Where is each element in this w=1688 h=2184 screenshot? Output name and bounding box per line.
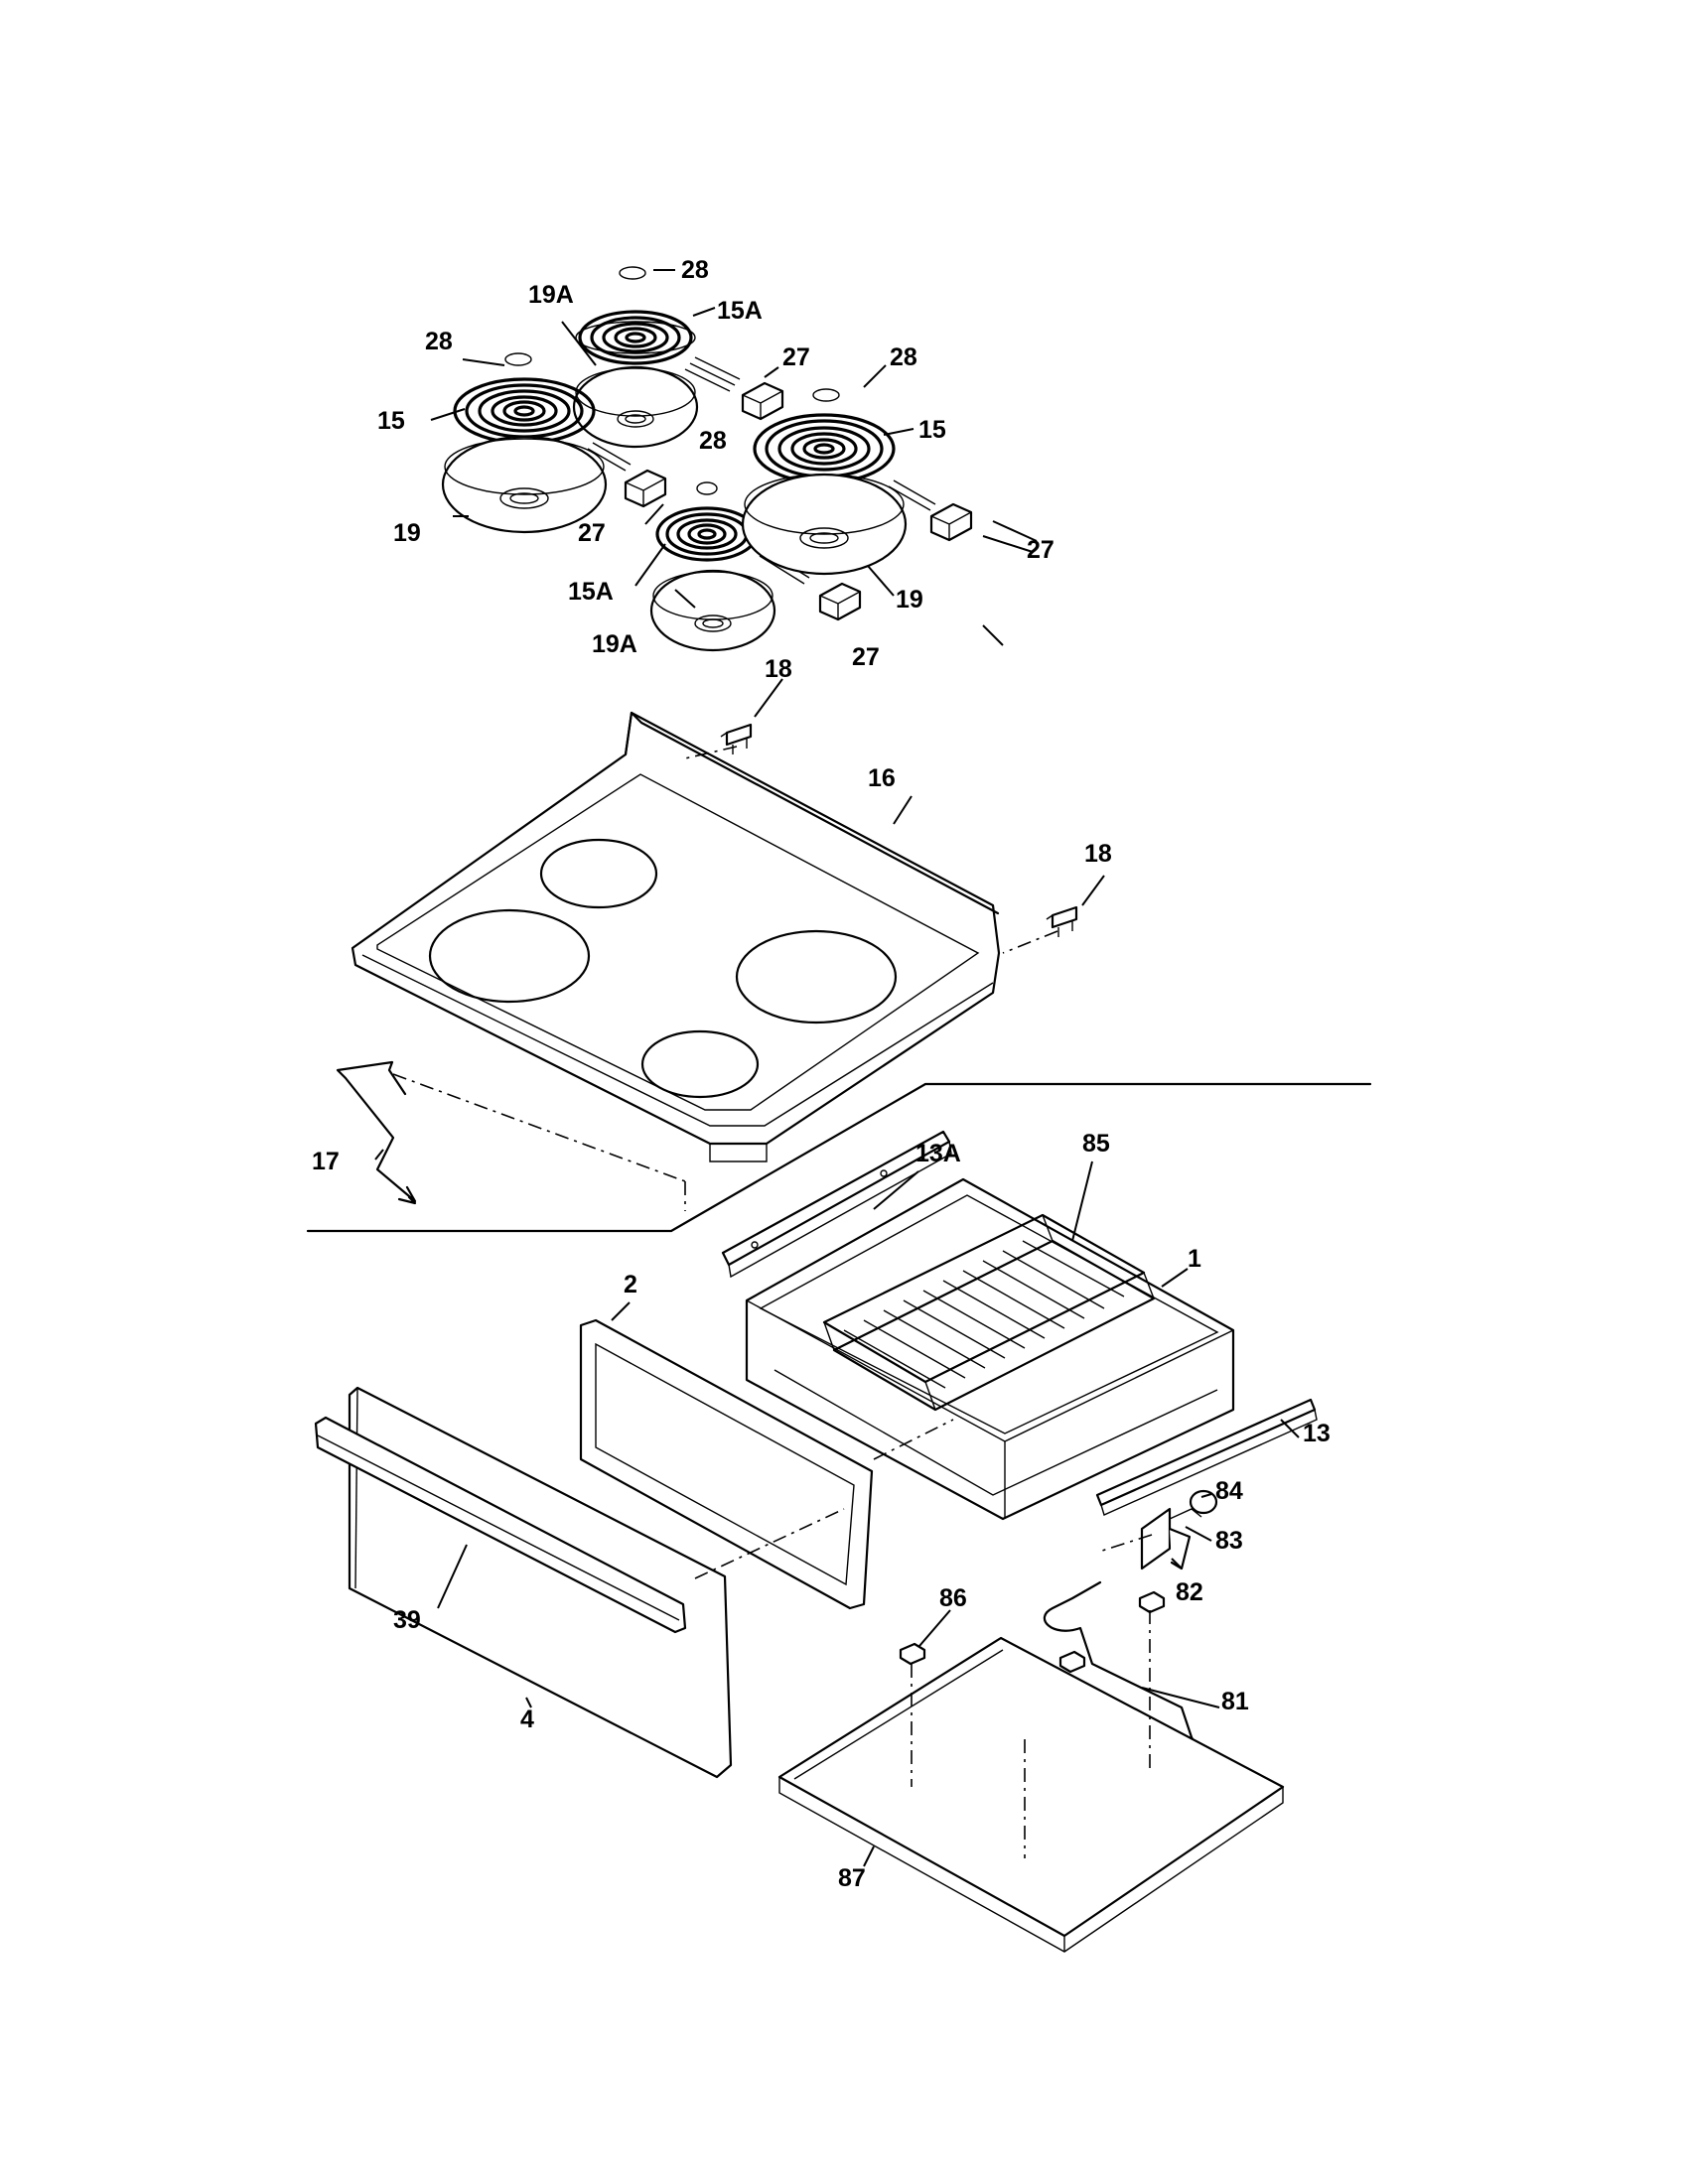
drawer-front-4 <box>314 1386 733 1779</box>
bottom-panel-87 <box>777 1636 1285 1953</box>
label-1: 1 <box>1188 1245 1201 1273</box>
element-cap-28-right <box>812 388 840 402</box>
label-19a-bottom: 19A <box>592 630 637 658</box>
leader-lines <box>374 269 1300 1867</box>
hinge-left-guide <box>684 746 738 759</box>
surface-element-15a-top <box>575 310 696 365</box>
top-support-rod-17 <box>336 1060 417 1205</box>
label-15-left: 15 <box>377 407 405 435</box>
label-82: 82 <box>1176 1578 1203 1606</box>
terminal-block-84 <box>1189 1489 1218 1515</box>
label-16: 16 <box>868 764 896 792</box>
label-27-d: 27 <box>852 643 880 671</box>
label-19a-top: 19A <box>528 281 574 309</box>
receptacle-27-left <box>587 442 667 508</box>
drawer-rail-13a <box>721 1130 952 1279</box>
clip-86-a <box>899 1642 926 1666</box>
drawer-front-guide <box>694 1508 845 1579</box>
label-4: 4 <box>520 1706 534 1733</box>
label-27-c: 27 <box>1027 536 1055 564</box>
label-15-right: 15 <box>918 416 946 444</box>
main-top-16 <box>351 711 1001 1162</box>
label-27-b: 27 <box>578 519 606 547</box>
label-28-left: 28 <box>425 328 453 355</box>
element-bracket-82 <box>1140 1507 1192 1570</box>
label-28-top: 28 <box>681 256 709 284</box>
hinge-clip-18-right <box>1046 905 1078 937</box>
label-15a-bottom: 15A <box>568 578 614 606</box>
label-18-b: 18 <box>1084 840 1112 868</box>
drawer-rail-13 <box>1095 1398 1318 1516</box>
label-28-right: 28 <box>890 343 917 371</box>
element-cap-28-top <box>619 266 646 280</box>
hinge-clip-18-left <box>720 723 753 754</box>
label-17: 17 <box>312 1148 340 1175</box>
label-81: 81 <box>1221 1688 1249 1715</box>
receptacle-27-top <box>684 356 784 421</box>
label-86: 86 <box>939 1584 967 1612</box>
drip-bowl-19a-bottom <box>649 569 776 652</box>
label-18-a: 18 <box>765 655 792 683</box>
label-27-a: 27 <box>782 343 810 371</box>
bracket-guide <box>1101 1534 1153 1552</box>
drip-bowl-19-right <box>741 473 908 576</box>
hinge-right-guide <box>1002 930 1058 954</box>
terminal-block-83 <box>1169 1508 1202 1520</box>
element-cap-28-center <box>696 481 718 495</box>
label-2: 2 <box>624 1271 637 1298</box>
label-84: 84 <box>1215 1477 1243 1505</box>
label-28-center: 28 <box>699 427 727 455</box>
surface-element-15-right <box>753 413 896 484</box>
label-19-right: 19 <box>896 586 923 614</box>
drip-bowl-19a-top <box>572 365 699 449</box>
drawer-liner-2 <box>579 1318 874 1610</box>
clip-86-c <box>1058 1650 1086 1674</box>
drawer-rack-85 <box>822 1213 1156 1412</box>
surface-element-15a-bottom <box>655 506 759 562</box>
label-13a: 13A <box>915 1140 961 1167</box>
part-labels: 28 15A 19A 28 15 19 27 28 15 28 27 15A 1… <box>312 256 1331 1892</box>
label-13: 13 <box>1303 1420 1331 1447</box>
receptacle-27-center <box>759 549 862 621</box>
label-85: 85 <box>1082 1130 1110 1158</box>
label-87: 87 <box>838 1864 866 1892</box>
drip-bowl-19-left <box>441 435 608 534</box>
label-83: 83 <box>1215 1527 1243 1555</box>
label-15a-top: 15A <box>717 297 763 325</box>
receptacle-27-right <box>888 479 973 542</box>
label-19-left: 19 <box>393 519 421 547</box>
surface-element-15-left <box>453 377 596 445</box>
element-cap-28-left <box>504 352 532 366</box>
label-39: 39 <box>393 1606 421 1634</box>
rod-guide <box>392 1073 686 1182</box>
clip-86-b <box>1138 1590 1166 1614</box>
surface-elements-group <box>441 266 973 652</box>
section-divider <box>306 1082 1372 1233</box>
